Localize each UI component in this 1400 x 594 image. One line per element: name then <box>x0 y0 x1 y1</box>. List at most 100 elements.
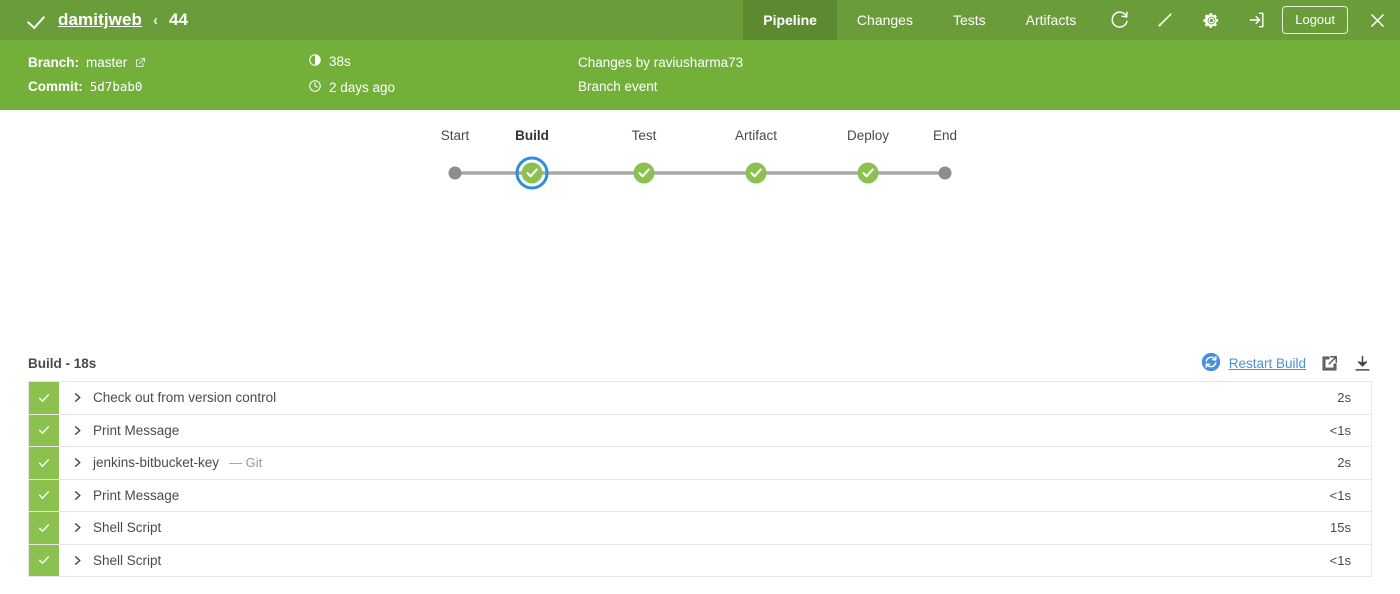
step-label: Print Message <box>93 422 180 438</box>
stage-label-deploy[interactable]: Deploy <box>846 128 890 143</box>
header-nav: Pipeline Changes Tests Artifacts <box>743 0 1400 40</box>
timing-group: 38s 2 days ago <box>308 53 578 97</box>
stage-label-build[interactable]: Build <box>515 128 549 143</box>
branch-label: Branch: <box>28 55 80 70</box>
chevron-right-icon[interactable] <box>72 425 83 436</box>
tab-artifacts[interactable]: Artifacts <box>1006 0 1097 40</box>
duration-value: 38s <box>329 54 351 69</box>
stage-label-test[interactable]: Test <box>631 128 657 143</box>
edit-pencil-icon[interactable] <box>1142 0 1188 40</box>
step-label: Shell Script <box>93 520 162 536</box>
breadcrumb-separator: ‹ <box>153 11 159 29</box>
branch-commit-group: Branch: master Commit: 5d7bab0 <box>28 55 308 95</box>
step-row[interactable]: Shell Script 15s <box>29 512 1371 545</box>
rerun-icon[interactable] <box>1096 0 1142 40</box>
pipeline-graph-area: Start Build Test Artifact Deploy End <box>0 110 1400 345</box>
chevron-right-icon[interactable] <box>72 392 83 403</box>
step-duration: <1s <box>1329 487 1351 503</box>
header-breadcrumb: damitjweb ‹ 44 <box>0 0 743 40</box>
step-row[interactable]: Print Message <1s <box>29 414 1371 447</box>
step-body: Print Message <box>59 415 1330 447</box>
tab-pipeline-label: Pipeline <box>763 12 817 28</box>
logout-arrow-icon[interactable] <box>1234 0 1280 40</box>
commit-label: Commit: <box>28 79 83 94</box>
step-row[interactable]: Shell Script <1s <box>29 544 1371 577</box>
step-duration: 15s <box>1330 520 1351 536</box>
event-type-text: Branch event <box>578 79 658 94</box>
chevron-right-icon[interactable] <box>72 457 83 468</box>
branch-value: master <box>86 55 128 70</box>
project-name-link[interactable]: damitjweb <box>58 10 143 29</box>
restart-build-label: Restart Build <box>1228 355 1306 371</box>
step-body: Shell Script <box>59 512 1330 544</box>
stage-label-end[interactable]: End <box>932 128 958 143</box>
stage-label-artifact[interactable]: Artifact <box>734 128 778 143</box>
step-row[interactable]: Print Message <1s <box>29 479 1371 512</box>
stage-node-build[interactable] <box>515 156 549 190</box>
step-status-success-check-icon <box>29 479 59 511</box>
commit-value: 5d7bab0 <box>89 79 143 94</box>
run-status-check-icon <box>28 10 48 30</box>
step-label: Shell Script <box>93 552 162 568</box>
download-log-icon[interactable] <box>1353 354 1372 373</box>
stage-node-end[interactable] <box>938 166 952 180</box>
logout-button[interactable]: Logout <box>1282 5 1348 35</box>
tab-pipeline[interactable]: Pipeline <box>743 0 837 40</box>
event-type-row: Branch event <box>578 79 1400 95</box>
open-log-external-icon[interactable] <box>1320 354 1339 373</box>
clock-icon <box>308 79 322 97</box>
commit-row: Commit: 5d7bab0 <box>28 79 308 95</box>
step-duration: 2s <box>1337 390 1351 406</box>
stage-result-title: Build - 18s <box>28 355 97 371</box>
chevron-right-icon[interactable] <box>72 522 83 533</box>
changes-by-row: Changes by raviusharma73 <box>578 55 1400 71</box>
step-body: Shell Script <box>59 545 1330 577</box>
tab-changes[interactable]: Changes <box>837 0 933 40</box>
tab-tests[interactable]: Tests <box>933 0 1006 40</box>
time-ago-value: 2 days ago <box>329 80 396 95</box>
step-duration: <1s <box>1329 552 1351 568</box>
step-body: jenkins-bitbucket-key — Git <box>59 447 1337 479</box>
restart-circle-icon <box>1201 352 1221 375</box>
stage-node-artifact[interactable] <box>745 162 767 184</box>
step-status-success-check-icon <box>29 512 59 544</box>
step-meta: — Git <box>229 455 263 471</box>
time-ago-row: 2 days ago <box>308 79 578 97</box>
step-body: Print Message <box>59 480 1330 512</box>
step-row[interactable]: Check out from version control 2s <box>29 382 1371 415</box>
step-body: Check out from version control <box>59 382 1337 414</box>
step-duration: 2s <box>1337 455 1351 471</box>
duration-row: 38s <box>308 53 578 71</box>
stage-node-deploy[interactable] <box>857 162 879 184</box>
stage-node-test[interactable] <box>633 162 655 184</box>
chevron-right-icon[interactable] <box>72 490 83 501</box>
step-duration: <1s <box>1329 422 1351 438</box>
close-icon[interactable] <box>1354 0 1400 40</box>
tab-changes-label: Changes <box>856 12 913 28</box>
gear-icon[interactable] <box>1188 0 1234 40</box>
stage-node-start[interactable] <box>448 166 462 180</box>
run-number: 44 <box>169 10 188 29</box>
branch-external-link-icon[interactable] <box>134 57 146 69</box>
stage-label-start[interactable]: Start <box>440 128 470 143</box>
step-status-success-check-icon <box>29 544 59 576</box>
stage-result-header: Build - 18s Restart Build <box>0 345 1400 381</box>
chevron-right-icon[interactable] <box>72 555 83 566</box>
branch-row: Branch: master <box>28 55 308 71</box>
restart-build-button[interactable]: Restart Build <box>1201 352 1306 375</box>
top-header-bar: damitjweb ‹ 44 Pipeline Changes Tests Ar… <box>0 0 1400 40</box>
step-label: jenkins-bitbucket-key <box>93 455 220 471</box>
stage-result-actions: Restart Build <box>1201 352 1372 375</box>
step-row[interactable]: jenkins-bitbucket-key — Git 2s <box>29 447 1371 480</box>
stage-node-row <box>448 156 952 190</box>
step-label: Print Message <box>93 487 180 503</box>
step-status-success-check-icon <box>29 414 59 446</box>
step-label: Check out from version control <box>93 390 277 406</box>
run-info-bar: Branch: master Commit: 5d7bab0 38s <box>0 40 1400 110</box>
changes-group: Changes by raviusharma73 Branch event <box>578 55 1400 95</box>
tab-tests-label: Tests <box>952 12 986 28</box>
changes-by-text: Changes by raviusharma73 <box>578 55 744 70</box>
step-status-success-check-icon <box>29 447 59 479</box>
tab-artifacts-label: Artifacts <box>1025 12 1077 28</box>
